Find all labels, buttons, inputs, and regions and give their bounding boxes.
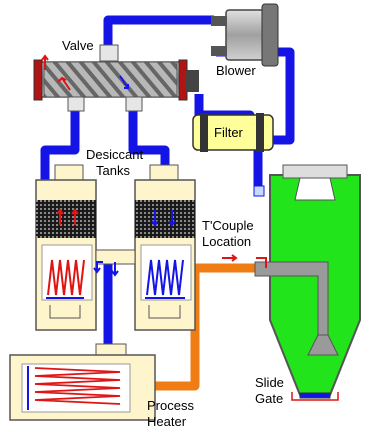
valve-actuator (185, 70, 199, 92)
left-desiccant-tank (35, 164, 97, 331)
heater-coil (34, 367, 121, 405)
right-tank-outlet (148, 305, 181, 319)
desiccant-tanks-label-line2: Tanks (96, 163, 130, 178)
hopper-lid (282, 164, 348, 179)
flow-arrow-valve-exhaust (41, 54, 49, 70)
valve-label: Valve (62, 38, 94, 53)
slide-gate-frame (291, 392, 339, 401)
flow-arrow-valve-left (57, 76, 71, 91)
right-tank-desiccant-bed (135, 200, 195, 238)
labels: Valve Blower Filter Desiccant Tanks T'Co… (62, 38, 284, 429)
slide-gate-plate (299, 392, 331, 399)
flow-arrow-tcouple (222, 254, 238, 262)
flow-arrows (41, 54, 262, 277)
hopper-body (269, 174, 361, 396)
process-heater-label-line2: Heater (147, 414, 187, 429)
left-tank-outlet (49, 305, 81, 319)
flow-arrow-left-tank-2 (71, 208, 79, 225)
slide-gate-label-line1: Slide (255, 375, 284, 390)
valve-assembly (33, 44, 199, 112)
hopper-spreader-cone (307, 334, 339, 356)
blower-outlet (211, 46, 227, 56)
filter-unit (192, 113, 274, 152)
drying-hopper (254, 164, 361, 401)
slide-gate-label-line2: Gate (255, 391, 283, 406)
tcouple-probe (256, 257, 267, 268)
valve-end-cap-left (33, 59, 43, 101)
blower-motor-end (261, 3, 279, 67)
blower-unit (211, 3, 279, 67)
filter-label: Filter (214, 125, 244, 140)
desiccant-tanks-label-line1: Desiccant (86, 147, 143, 162)
right-tank-coil (146, 259, 184, 296)
valve-left-port (67, 96, 85, 112)
flow-arrow-to-hopper (254, 170, 262, 185)
blower-inlet (211, 16, 227, 26)
blower-label: Blower (216, 63, 256, 78)
flow-arrow-manifold-left (93, 261, 103, 274)
right-desiccant-tank (134, 164, 196, 331)
filter-band-left (200, 113, 208, 152)
hopper-top-cone (294, 177, 336, 201)
pipe-left-tank-top (40, 110, 80, 180)
flow-arrow-left-tank-1 (56, 208, 64, 225)
tcouple-label-line1: T'Couple (202, 218, 254, 233)
left-tank-desiccant-bed (36, 200, 96, 238)
hopper-inlet-fitting (253, 185, 265, 197)
process-heater-label-line1: Process (147, 398, 194, 413)
valve-right-port (125, 96, 143, 112)
tcouple-label-line2: Location (202, 234, 251, 249)
flow-arrow-right-tank-2 (168, 210, 176, 227)
filter-body (192, 114, 274, 151)
filter-band-right (256, 113, 264, 152)
left-tank-heater-coil (47, 259, 85, 296)
flow-arrow-right-tank-1 (151, 210, 159, 227)
valve-top-port (99, 44, 119, 62)
pipe-valve-to-blower (103, 15, 214, 54)
flow-arrow-valve-right (119, 75, 129, 89)
flow-arrow-manifold-down (111, 262, 119, 277)
process-heater (9, 343, 156, 421)
